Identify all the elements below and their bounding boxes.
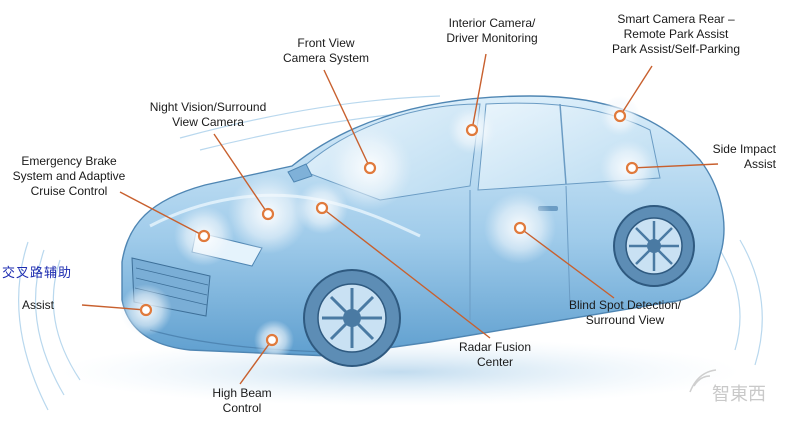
sensor-dot-radar-fusion	[315, 201, 329, 215]
sensor-dot-night-vision	[261, 207, 275, 221]
label-blind-spot: Blind Spot Detection/ Surround View	[568, 298, 682, 327]
radar-wave-arcs	[18, 95, 763, 411]
label-smart-camera: Smart Camera Rear – Remote Park Assist P…	[611, 12, 741, 56]
rear-wheel	[613, 205, 695, 287]
leader-blind-spot	[519, 227, 615, 299]
radar-arc-right-2	[739, 239, 763, 366]
leader-smart-camera	[619, 65, 653, 117]
leader-side-impact	[631, 163, 719, 169]
leader-front-view	[323, 69, 371, 169]
sensor-dot-side-impact	[625, 161, 639, 175]
label-high-beam: High Beam Control	[212, 386, 272, 415]
sensor-dots	[139, 109, 639, 347]
sensor-dot-high-beam	[265, 333, 279, 347]
leader-high-beam	[239, 339, 273, 385]
leader-emergency-brake	[119, 191, 205, 237]
radar-arc-right-1	[719, 249, 741, 351]
sensor-dot-front-view	[363, 161, 377, 175]
label-emergency-brake: Emergency Brake System and Adaptive Crui…	[12, 154, 126, 198]
label-interior-camera: Interior Camera/ Driver Monitoring	[446, 16, 538, 45]
front-wheel	[303, 269, 401, 367]
radar-arc-left-2	[34, 249, 65, 396]
label-night-vision: Night Vision/Surround View Camera	[149, 100, 267, 129]
label-radar-fusion: Radar Fusion Center	[458, 340, 532, 369]
radar-arc-top-2	[179, 95, 441, 139]
label-front-view: Front View Camera System	[282, 36, 370, 65]
label-cross-traffic: 交叉路辅助	[2, 266, 73, 281]
sensor-dot-emergency-brake	[197, 229, 211, 243]
side-mirror	[287, 163, 313, 183]
leader-night-vision	[213, 133, 269, 215]
sensor-dot-blind-spot	[513, 221, 527, 235]
watermark-text: 智東西	[712, 384, 766, 405]
sensor-glows	[120, 96, 656, 360]
radar-arc-left-3	[18, 241, 49, 411]
leader-interior-camera	[471, 53, 487, 131]
leader-assist	[81, 304, 147, 311]
sensor-dot-assist	[139, 303, 153, 317]
label-assist: Assist	[22, 298, 55, 312]
sensor-dot-smart-camera	[613, 109, 627, 123]
leader-radar-fusion	[321, 207, 491, 339]
ground-shadow	[60, 338, 740, 406]
watermark-logo-icon	[689, 369, 717, 393]
label-side-impact: Side Impact Assist	[712, 142, 776, 171]
sensor-dot-interior-camera	[465, 123, 479, 137]
leader-lines	[81, 53, 719, 385]
